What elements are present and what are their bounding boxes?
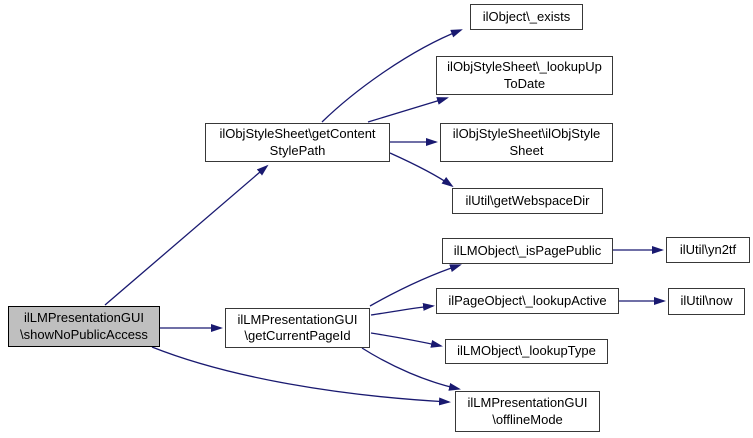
node-now[interactable]: ilUtil\now bbox=[668, 288, 745, 315]
edge-getcontentstylepath-getwebspacedir bbox=[389, 152, 454, 188]
node-label: ilUtil\yn2tf bbox=[679, 241, 737, 257]
node-label: \showNoPublicAccess bbox=[20, 326, 148, 342]
node-label: ilLMPresentationGUI bbox=[467, 395, 588, 410]
node-lookup-up-to-date[interactable]: ilObjStyleSheet\_lookupUp ToDate bbox=[436, 56, 613, 95]
node-label: Sheet bbox=[509, 142, 544, 158]
node-label: ilLMObject\_isPagePublic bbox=[453, 242, 602, 258]
edge-getcurrentpageid-ispagepublic bbox=[369, 264, 462, 307]
node-lookup-type[interactable]: ilLMObject\_lookupType bbox=[445, 339, 608, 364]
node-object-exists[interactable]: ilObject\_exists bbox=[470, 4, 583, 30]
node-show-no-public-access: ilLMPresentationGUI \showNoPublicAccess bbox=[8, 306, 160, 347]
node-label: StylePath bbox=[269, 142, 326, 158]
node-lookup-active[interactable]: ilPageObject\_lookupActive bbox=[436, 288, 619, 314]
node-label: ilObjStyleSheet\_lookupUp bbox=[447, 59, 602, 74]
node-offline-mode[interactable]: ilLMPresentationGUI \offlineMode bbox=[455, 391, 600, 432]
edge-getcurrentpageid-lookupactive bbox=[370, 302, 435, 316]
node-is-page-public[interactable]: ilLMObject\_isPagePublic bbox=[442, 238, 613, 264]
edge-getcurrentpageid-lookuptype bbox=[370, 332, 443, 348]
node-obj-style-sheet-ctor[interactable]: ilObjStyleSheet\ilObjStyle Sheet bbox=[440, 123, 613, 162]
node-label: ToDate bbox=[503, 75, 546, 91]
edge-getcurrentpageid-offlinemode bbox=[361, 347, 461, 391]
node-label: ilPageObject\_lookupActive bbox=[448, 292, 607, 308]
edge-shownopublicaccess-getcontentstylepath bbox=[104, 164, 269, 306]
node-get-content-style-path[interactable]: ilObjStyleSheet\getContent StylePath bbox=[205, 123, 390, 162]
node-get-current-page-id[interactable]: ilLMPresentationGUI \getCurrentPageId bbox=[225, 308, 370, 348]
node-get-webspace-dir[interactable]: ilUtil\getWebspaceDir bbox=[452, 188, 603, 214]
node-label: ilLMPresentationGUI bbox=[24, 310, 144, 325]
node-label: ilLMPresentationGUI bbox=[237, 311, 358, 327]
node-label: ilLMObject\_lookupType bbox=[457, 343, 596, 359]
node-label: ilObjStyleSheet\ilObjStyle bbox=[452, 126, 601, 141]
edge-getcontentstylepath-objectexists bbox=[321, 29, 463, 123]
node-label: \offlineMode bbox=[492, 411, 563, 427]
edge-getcontentstylepath-lookupuptodate bbox=[367, 97, 449, 123]
node-label: ilUtil\now bbox=[680, 293, 733, 309]
node-label: ilObjStyleSheet\getContent bbox=[219, 126, 376, 141]
node-yn2tf[interactable]: ilUtil\yn2tf bbox=[666, 237, 750, 263]
node-label: ilObject\_exists bbox=[482, 8, 571, 24]
edge-shownopublicaccess-offlinemode bbox=[151, 346, 451, 406]
node-label: ilUtil\getWebspaceDir bbox=[465, 192, 590, 208]
node-label: \getCurrentPageId bbox=[244, 328, 351, 343]
